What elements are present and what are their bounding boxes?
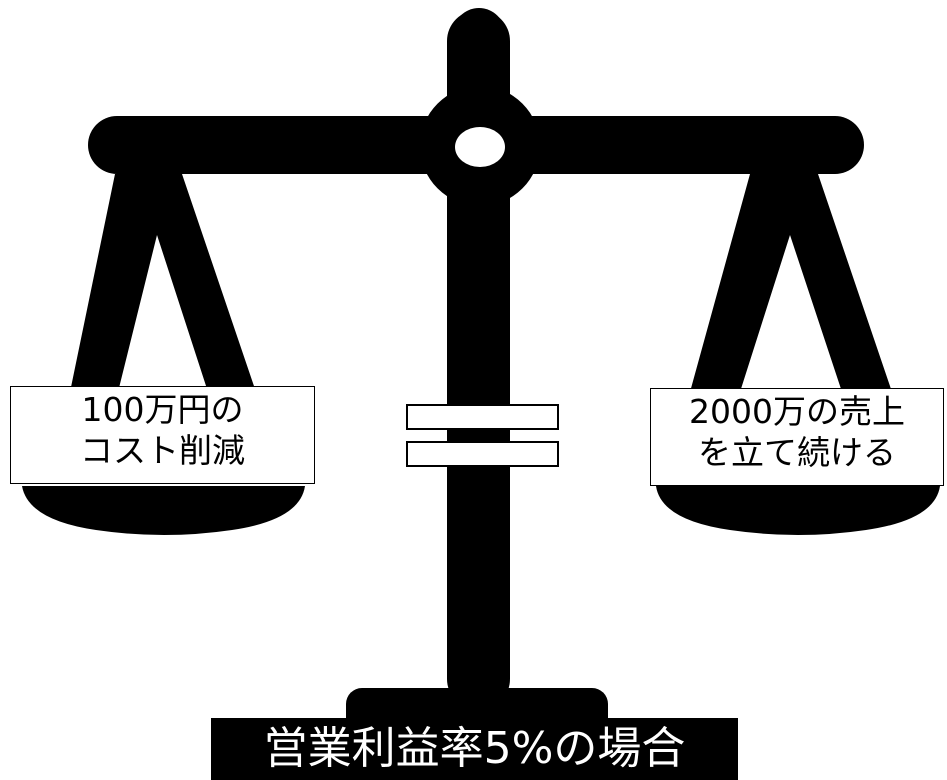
- caption-text: 営業利益率5%の場合: [263, 723, 686, 774]
- scale-hub-hole: [455, 127, 505, 167]
- left-label-line2: コスト削減: [80, 431, 245, 470]
- equals-sign-icon: [406, 404, 559, 467]
- sales-label: 2000万の売上 を立て続ける: [650, 388, 944, 486]
- left-label-line1: 100万円の: [81, 390, 244, 429]
- left-pan-hanger: [70, 174, 256, 392]
- right-pan: [656, 486, 940, 535]
- left-pan: [22, 486, 305, 535]
- right-pan-hanger: [690, 174, 892, 392]
- right-label-line1: 2000万の売上: [689, 392, 905, 431]
- right-label-line2: を立て続ける: [698, 433, 896, 472]
- caption-bar: 営業利益率5%の場合: [211, 718, 738, 780]
- cost-reduction-label: 100万円の コスト削減: [10, 386, 315, 484]
